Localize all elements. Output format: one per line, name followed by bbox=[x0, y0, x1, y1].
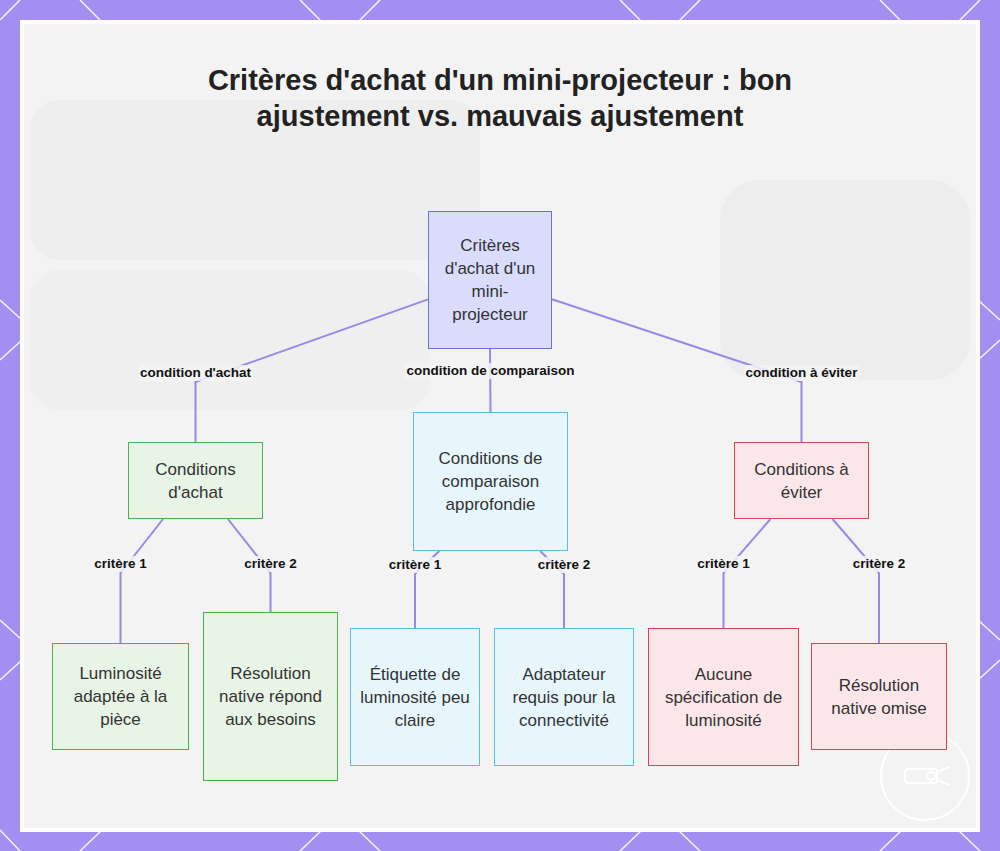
edge-label: critère 1 bbox=[695, 556, 752, 572]
edge-label: condition d'achat bbox=[138, 365, 253, 381]
edge-label: condition à éviter bbox=[744, 365, 860, 381]
node-label: Étiquette de luminosité peu claire bbox=[359, 663, 471, 732]
node-label: Résolution native omise bbox=[820, 674, 938, 720]
diagram-title: Critères d'achat d'un mini-projecteur : … bbox=[190, 62, 810, 134]
node-label: Critères d'achat d'un mini-projecteur bbox=[437, 234, 543, 326]
connector-line bbox=[489, 349, 492, 412]
edge-label: critère 1 bbox=[92, 556, 149, 572]
connector-line bbox=[833, 519, 879, 643]
edge-label: critère 1 bbox=[387, 557, 444, 573]
node-label: Luminosité adaptée à la pièce bbox=[61, 662, 180, 731]
criterion-box: Luminosité adaptée à la pièce bbox=[52, 643, 189, 750]
criterion-box: Résolution native omise bbox=[811, 643, 947, 750]
connector-line bbox=[121, 519, 164, 643]
criterion-box: Aucune spécification de luminosité bbox=[648, 628, 799, 766]
category-box: Conditions d'achat bbox=[128, 442, 263, 519]
node-label: Conditions d'achat bbox=[137, 458, 254, 504]
root-box: Critères d'achat d'un mini-projecteur bbox=[428, 211, 552, 349]
edge-label: critère 2 bbox=[242, 556, 299, 572]
edge-label: critère 2 bbox=[536, 557, 593, 573]
category-box: Conditions de comparaison approfondie bbox=[413, 412, 568, 551]
node-label: Conditions de comparaison approfondie bbox=[422, 447, 559, 516]
connector-line bbox=[724, 519, 771, 628]
criterion-box: Étiquette de luminosité peu claire bbox=[350, 628, 480, 766]
category-box: Conditions à éviter bbox=[734, 442, 869, 519]
edge-label: condition de comparaison bbox=[404, 363, 576, 379]
criterion-box: Adaptateur requis pour la connectivité bbox=[494, 628, 634, 766]
panel bbox=[22, 22, 978, 830]
edge-label: critère 2 bbox=[851, 556, 908, 572]
background-photo bbox=[30, 100, 970, 410]
criterion-box: Résolution native répond aux besoins bbox=[203, 612, 338, 781]
node-label: Adaptateur requis pour la connectivité bbox=[503, 663, 625, 732]
node-label: Résolution native répond aux besoins bbox=[212, 662, 329, 731]
node-label: Conditions à éviter bbox=[743, 458, 860, 504]
node-label: Aucune spécification de luminosité bbox=[657, 663, 790, 732]
